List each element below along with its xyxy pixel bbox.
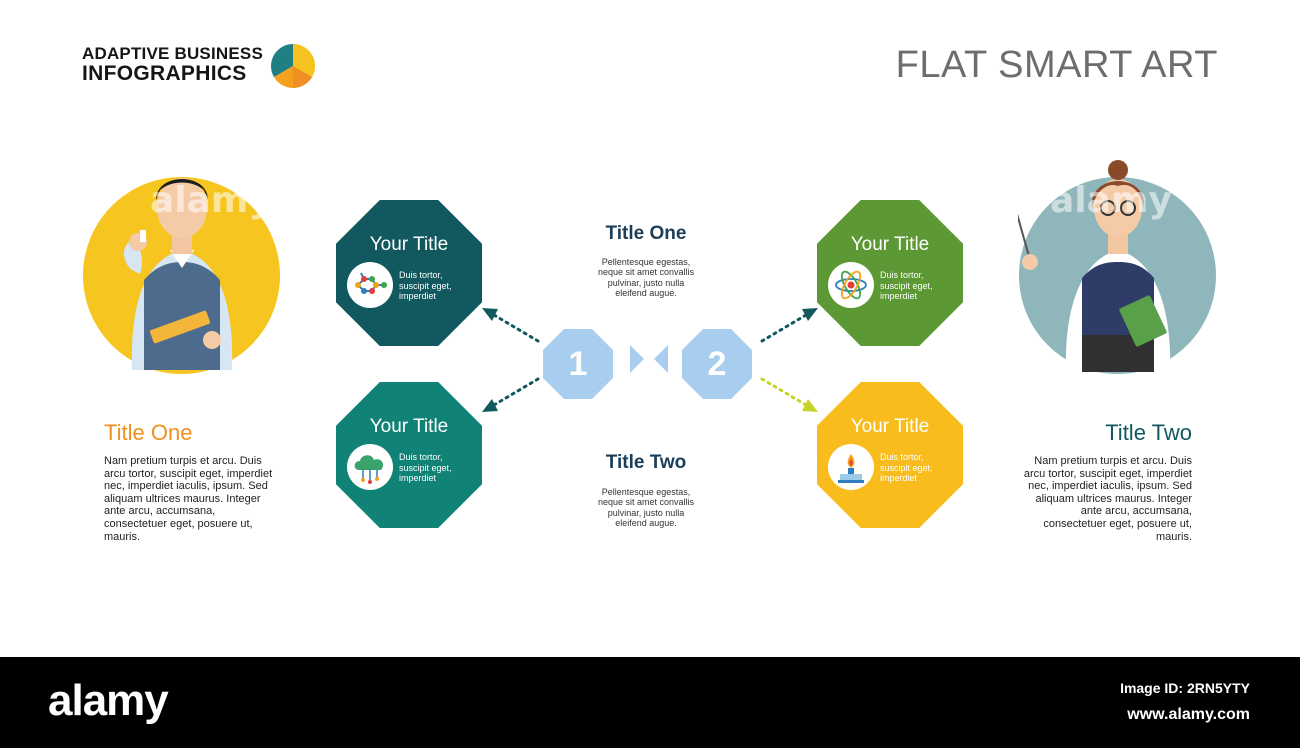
atom-icon [828,262,874,308]
page-title: FLAT SMART ART [896,44,1218,87]
center-title-one: Title One [546,223,746,245]
dotted-line-bottom-right [762,379,806,405]
footer-url: www.alamy.com [1127,706,1250,724]
center-text-two: Pellentesque egestas, neque sit amet con… [593,487,699,529]
dotted-line-top-right [762,315,806,341]
octagon-text: Duis tortor, suscipit eget, imperdiet [880,452,950,484]
left-text: Nam pretium turpis et arcu. Duis arcu to… [104,455,274,543]
right-text: Nam pretium turpis et arcu. Duis arcu to… [1022,455,1192,543]
octagon-text: Duis tortor, suscipit eget, imperdiet [399,270,469,302]
brand-line-1: ADAPTIVE BUSINESS [82,44,263,64]
brand-logo-text: ADAPTIVE BUSINESS INFOGRAPHICS [82,44,263,84]
center-title-two: Title Two [546,452,746,474]
octagon-text: Duis tortor, suscipit eget, imperdiet [399,452,469,484]
watermark-left: alamy [150,180,272,221]
molecule-icon [347,262,393,308]
octagon-top-left: Your Title Duis tortor, suscipit eget, i… [336,200,482,346]
connector-arrows [470,295,830,425]
right-arrow-icon [654,345,668,373]
octagon-title: Your Title [817,234,963,256]
footer-image-id: Image ID: 2RN5YTY [1120,680,1250,696]
cloud-network-icon [347,444,393,490]
octagon-title: Your Title [817,416,963,438]
dotted-line-bottom-left [494,379,538,405]
brand-line-2: INFOGRAPHICS [82,64,263,84]
footer-bar [0,657,1300,748]
watermark-right: alamy [1050,180,1172,221]
footer-logo: alamy [48,676,168,726]
left-title: Title One [104,420,192,446]
right-title: Title Two [1105,420,1192,446]
octagon-title: Your Title [336,416,482,438]
octagon-title: Your Title [336,234,482,256]
octagon-text: Duis tortor, suscipit eget, imperdiet [880,270,950,302]
octagon-top-right: Your Title Duis tortor, suscipit eget, i… [817,200,963,346]
center-text-one: Pellentesque egestas, neque sit amet con… [593,257,699,299]
octagon-bottom-right: Your Title Duis tortor, suscipit eget, i… [817,382,963,528]
octagon-bottom-left: Your Title Duis tortor, suscipit eget, i… [336,382,482,528]
dotted-line-top-left [494,315,538,341]
left-arrow-icon [630,345,644,373]
pie-logo-icon [271,44,315,88]
burner-icon [828,444,874,490]
